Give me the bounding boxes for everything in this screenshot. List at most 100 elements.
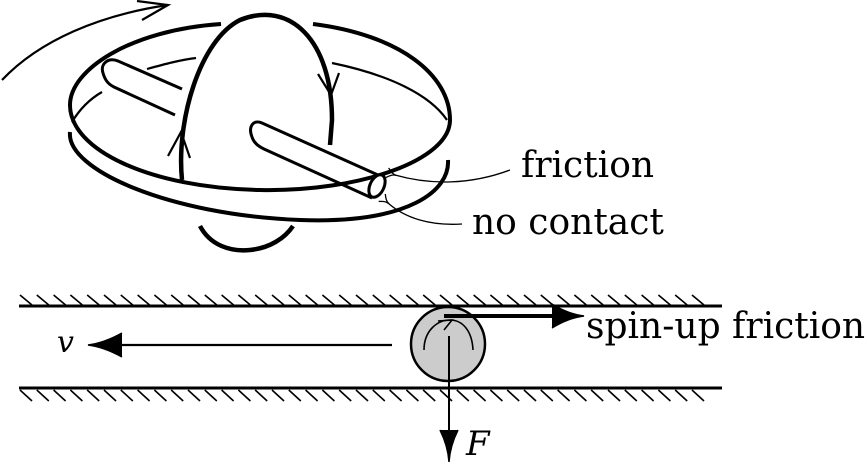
- hatch-mark: [540, 294, 554, 306]
- ring-inner-back-left: [146, 56, 197, 71]
- hatch-mark: [557, 389, 571, 402]
- hatch-mark: [422, 294, 436, 306]
- hatch-mark: [691, 294, 705, 306]
- hatch-mark: [170, 294, 184, 306]
- bottom-wall-hatching: [19, 389, 705, 402]
- hatch-mark: [607, 389, 621, 402]
- hatch-mark: [19, 389, 33, 402]
- ring-lower-edge: [67, 131, 451, 223]
- hatch-mark: [389, 294, 403, 306]
- hatch-mark: [657, 389, 671, 402]
- precession-arrow: [1, 0, 172, 81]
- velocity-label: v: [57, 325, 74, 360]
- hatch-mark: [187, 294, 201, 306]
- ring-inner-back-right: [331, 61, 448, 121]
- hatch-mark: [439, 389, 453, 402]
- top-wall-hatching: [19, 294, 705, 306]
- spinning-disk-bottom: [198, 224, 295, 253]
- hatch-mark: [153, 389, 167, 402]
- hatch-mark: [86, 294, 100, 306]
- hatch-mark: [271, 294, 285, 306]
- hatch-mark: [489, 294, 503, 306]
- hatch-mark: [338, 294, 352, 306]
- hatch-mark: [523, 389, 537, 402]
- hatch-mark: [254, 389, 268, 402]
- hatch-mark: [523, 294, 537, 306]
- hatch-mark: [489, 389, 503, 402]
- hatch-mark: [439, 294, 453, 306]
- hatch-mark: [372, 389, 386, 402]
- channel: v spin-up friction F: [19, 294, 865, 464]
- hatch-mark: [691, 389, 705, 402]
- hatch-mark: [137, 294, 151, 306]
- hatch-mark: [36, 389, 50, 402]
- hatch-mark: [641, 389, 655, 402]
- spin-up-friction-label: spin-up friction: [586, 306, 865, 347]
- hatch-mark: [321, 389, 335, 402]
- force-arrow: [439, 336, 459, 463]
- hatch-mark: [624, 294, 638, 306]
- hatch-mark: [69, 389, 83, 402]
- hatch-mark: [405, 294, 419, 306]
- hatch-mark: [674, 294, 688, 306]
- hatch-mark: [153, 294, 167, 306]
- hatch-mark: [422, 389, 436, 402]
- hatch-mark: [103, 389, 117, 402]
- ring-upper-front: [67, 22, 453, 193]
- no-contact-label: no contact: [472, 202, 664, 243]
- hatch-mark: [405, 389, 419, 402]
- hatch-mark: [355, 389, 369, 402]
- hatch-mark: [389, 389, 403, 402]
- hatch-mark: [69, 294, 83, 306]
- hatch-mark: [36, 294, 50, 306]
- hatch-mark: [288, 294, 302, 306]
- hatch-mark: [657, 294, 671, 306]
- hatch-mark: [506, 389, 520, 402]
- hatch-mark: [19, 294, 33, 306]
- axle-right: [249, 120, 387, 200]
- spin-arrow-right: [317, 72, 341, 98]
- ring-inner-back-left-2: [71, 91, 103, 123]
- hatch-mark: [204, 294, 218, 306]
- hatch-mark: [573, 294, 587, 306]
- hatch-mark: [641, 294, 655, 306]
- hatch-mark: [170, 389, 184, 402]
- hatch-mark: [221, 294, 235, 306]
- hatch-mark: [221, 389, 235, 402]
- hatch-mark: [137, 389, 151, 402]
- hatch-mark: [288, 389, 302, 402]
- hatch-mark: [456, 389, 470, 402]
- no-contact-leader: [378, 193, 463, 225]
- hatch-mark: [86, 389, 100, 402]
- hatch-mark: [321, 294, 335, 306]
- hatch-mark: [590, 294, 604, 306]
- hatch-mark: [473, 294, 487, 306]
- force-label: F: [465, 424, 491, 464]
- hatch-mark: [540, 389, 554, 402]
- hatch-mark: [674, 389, 688, 402]
- hatch-mark: [338, 389, 352, 402]
- ball-rotation-arrowhead: [437, 319, 454, 331]
- friction-leader: [385, 167, 511, 183]
- spin-up-friction-arrow: [444, 303, 585, 329]
- hatch-mark: [590, 389, 604, 402]
- hatch-mark: [305, 389, 319, 402]
- hatch-mark: [557, 294, 571, 306]
- hatch-mark: [120, 389, 134, 402]
- axle-left: [100, 58, 183, 117]
- hatch-mark: [456, 294, 470, 306]
- hatch-mark: [103, 294, 117, 306]
- hatch-mark: [271, 389, 285, 402]
- hatch-mark: [53, 294, 67, 306]
- hatch-mark: [305, 294, 319, 306]
- hatch-mark: [204, 389, 218, 402]
- hatch-mark: [506, 294, 520, 306]
- hatch-mark: [607, 294, 621, 306]
- hatch-mark: [355, 294, 369, 306]
- hatch-mark: [187, 389, 201, 402]
- hatch-mark: [624, 389, 638, 402]
- spinning-disk-top: [178, 12, 335, 181]
- hatch-mark: [372, 294, 386, 306]
- axle-end-cap: [367, 173, 387, 199]
